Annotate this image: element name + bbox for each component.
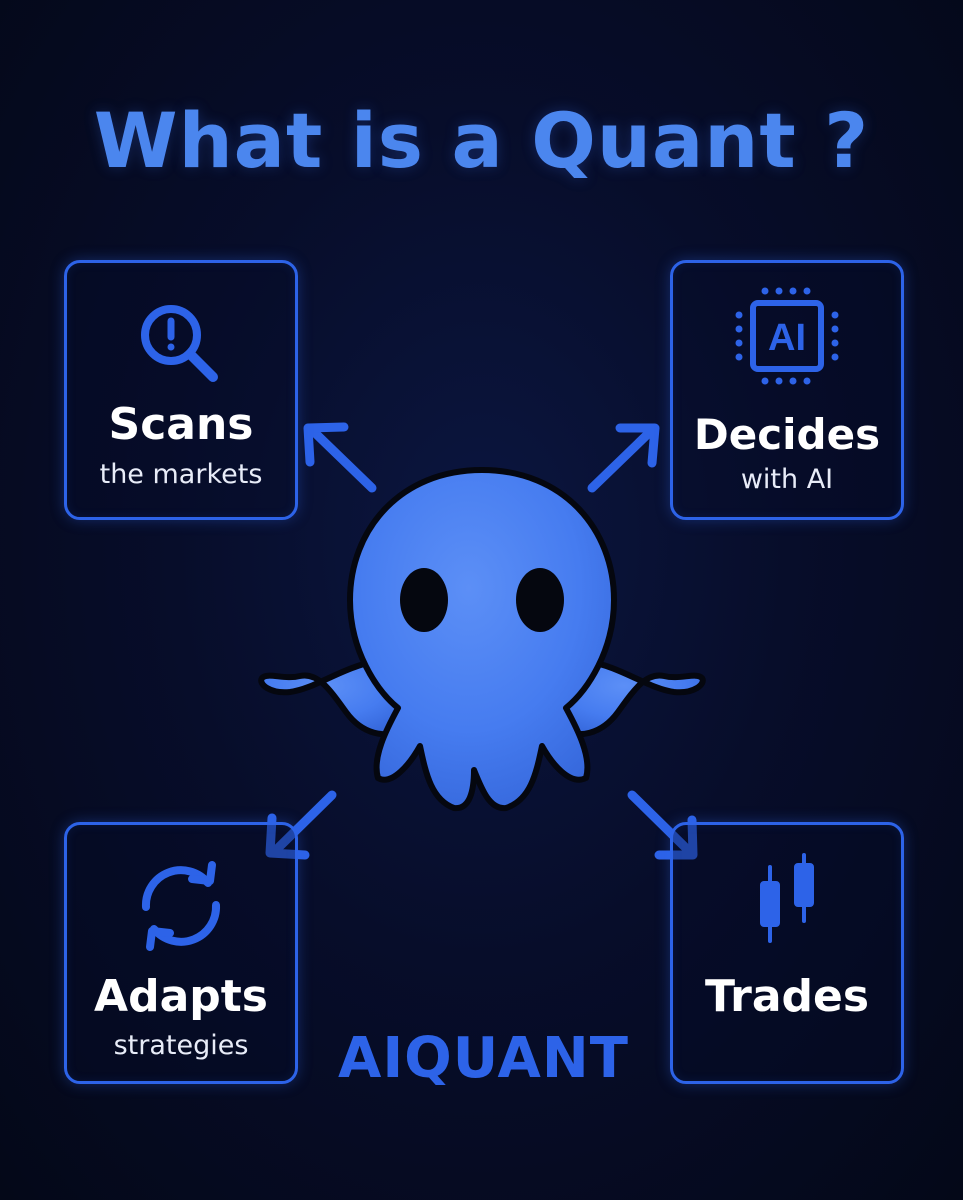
arrow-to-decides: [587, 423, 660, 493]
card-decides: AI Decides with AI: [670, 260, 904, 520]
octopus-arm-right: [557, 657, 706, 738]
card-adapts: Adapts strategies: [64, 822, 298, 1084]
card-scans: Scans the markets: [64, 260, 298, 520]
card-adapts-subtext: strategies: [113, 1030, 249, 1061]
card-trades: Trades: [670, 822, 904, 1084]
brand-wordmark: AIQUANT: [338, 1026, 629, 1091]
arrow-to-adapts: [265, 790, 337, 860]
refresh-cycle-icon: [126, 859, 236, 957]
octopus-eye-right: [516, 568, 564, 632]
card-decides-heading: Decides: [693, 410, 881, 459]
card-adapts-heading: Adapts: [94, 971, 268, 1022]
page-title: What is a Quant ?: [93, 96, 870, 185]
card-scans-subtext: the markets: [99, 459, 263, 490]
ai-chip-icon: AI: [727, 285, 847, 389]
magnifier-alert-icon: [131, 299, 231, 389]
octopus-arm-left: [258, 657, 407, 738]
card-scans-heading: Scans: [108, 399, 254, 450]
candlestick-chart-icon: [742, 851, 832, 955]
card-decides-subtext: with AI: [740, 464, 834, 495]
arrow-to-scans: [303, 422, 377, 493]
ai-chip-label: AI: [768, 317, 806, 359]
card-trades-heading: Trades: [704, 971, 870, 1022]
octopus-body: [347, 467, 617, 812]
octopus-eye-left: [400, 568, 448, 632]
